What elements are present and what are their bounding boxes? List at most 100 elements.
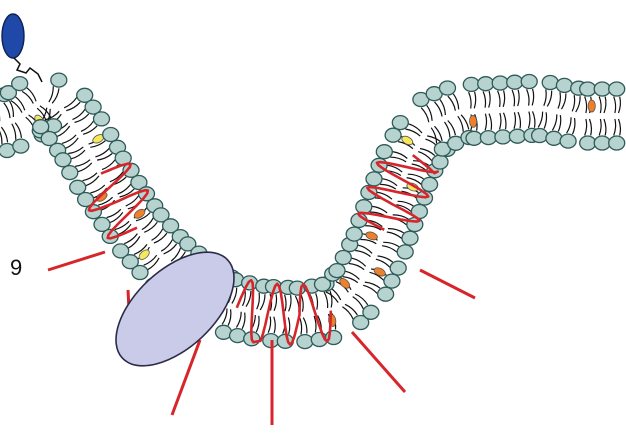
lipid-tail [544, 112, 546, 128]
lipid-head [94, 112, 110, 126]
transmembrane-protein-left-terminus [48, 252, 105, 270]
lipid-tail [75, 160, 90, 167]
lipid-head [440, 81, 456, 95]
sterol-molecule [373, 266, 387, 278]
lipid-head [230, 329, 246, 343]
lipid-tail [532, 89, 533, 106]
lipid-tail [590, 119, 592, 135]
lipid-head [560, 134, 576, 148]
lipid-tail [585, 119, 587, 135]
lipid-tail [504, 113, 506, 129]
lipid-head [422, 177, 438, 191]
lipid-tail [349, 264, 364, 270]
lipid-tail [300, 318, 302, 334]
lipid-head [546, 131, 562, 145]
lipid-tail [431, 128, 436, 144]
lipid-head [609, 136, 625, 150]
lipid-tail [485, 114, 486, 131]
left-marker-label: 9 [10, 255, 22, 281]
lipid-tail [405, 129, 420, 136]
lipid-tail [345, 271, 359, 279]
lipid-head [356, 200, 372, 214]
lipid-tail [619, 119, 621, 135]
lipid-tail [483, 91, 485, 107]
lipid-tail [604, 119, 606, 135]
lipid-tail [458, 116, 463, 132]
lipid-tail [118, 184, 131, 194]
lipid-tail [236, 312, 241, 328]
lipid-tail [420, 149, 435, 156]
lipid-tail [330, 291, 332, 307]
lipid-head [103, 128, 119, 142]
lipid-tail [547, 91, 551, 107]
lipid-head [363, 305, 379, 319]
lipid-tail [0, 128, 2, 144]
sterol-molecule [133, 207, 147, 220]
lipid-tail [567, 117, 571, 133]
lipid-head [580, 136, 596, 150]
lipid-tail [544, 89, 546, 105]
lipid-head [55, 153, 71, 167]
lipid-heads-lower-leaflet [0, 119, 625, 349]
lipid-tail [604, 97, 606, 113]
lipid-tail [324, 292, 328, 308]
lipid-tail [552, 114, 556, 130]
lipid-tail [503, 90, 504, 106]
lipid-tail [285, 295, 286, 311]
lipid-head [277, 334, 293, 348]
lipid-head [609, 82, 625, 96]
transmembrane-protein-right [358, 155, 438, 230]
lipid-tail [68, 147, 83, 154]
lipid-head [478, 77, 494, 91]
lipid-head [466, 131, 482, 145]
lipid-head [594, 136, 610, 150]
lipid-tail [83, 126, 97, 135]
lipid-tail [363, 285, 377, 293]
lipid-tail [365, 282, 380, 288]
lipid-tail [512, 90, 514, 106]
lipid-tail [514, 112, 515, 128]
lipid-head [495, 130, 511, 144]
lipid-tail [421, 108, 429, 123]
lipid-head [594, 82, 610, 96]
lipid-tail [355, 251, 370, 257]
lipid-head [509, 129, 525, 143]
lipid-tail [242, 313, 245, 329]
lipid-tail [474, 92, 475, 109]
anchored-blue-molecule [2, 14, 24, 58]
lipid-head [216, 325, 232, 339]
lipid-head [492, 76, 508, 90]
lipid-head [521, 75, 537, 89]
lipid-tail [538, 112, 542, 128]
lipid-tail [614, 119, 616, 135]
lipid-tail [260, 294, 265, 310]
lipid-tail [316, 293, 318, 309]
lipid-head [580, 82, 596, 96]
lipid-head [556, 78, 572, 92]
lipid-head [392, 116, 408, 130]
sterol-molecule [588, 100, 595, 112]
lipid-head [13, 139, 29, 153]
lipid-tail [358, 245, 372, 253]
lipid-head [397, 245, 413, 259]
lipid-tail [378, 256, 393, 262]
lipid-tail [599, 119, 601, 135]
lipid-tail [49, 86, 53, 102]
lipid-head [532, 129, 548, 143]
lipid-tail [572, 95, 574, 111]
lipid-tail [66, 102, 80, 111]
lipid-head [12, 77, 28, 91]
lipid-head [335, 251, 351, 265]
lipid-tail [274, 317, 275, 333]
lipid-tail [256, 316, 259, 332]
lipid-tail [585, 97, 587, 113]
lipid-tail [614, 97, 616, 113]
lipid-tail [228, 309, 231, 325]
lipid-head [480, 131, 496, 145]
lipid-tail [382, 246, 397, 253]
lipid-tail [387, 232, 402, 239]
lipid-head [62, 166, 78, 180]
lipid-tail [489, 114, 492, 130]
lipid-head [385, 128, 401, 142]
